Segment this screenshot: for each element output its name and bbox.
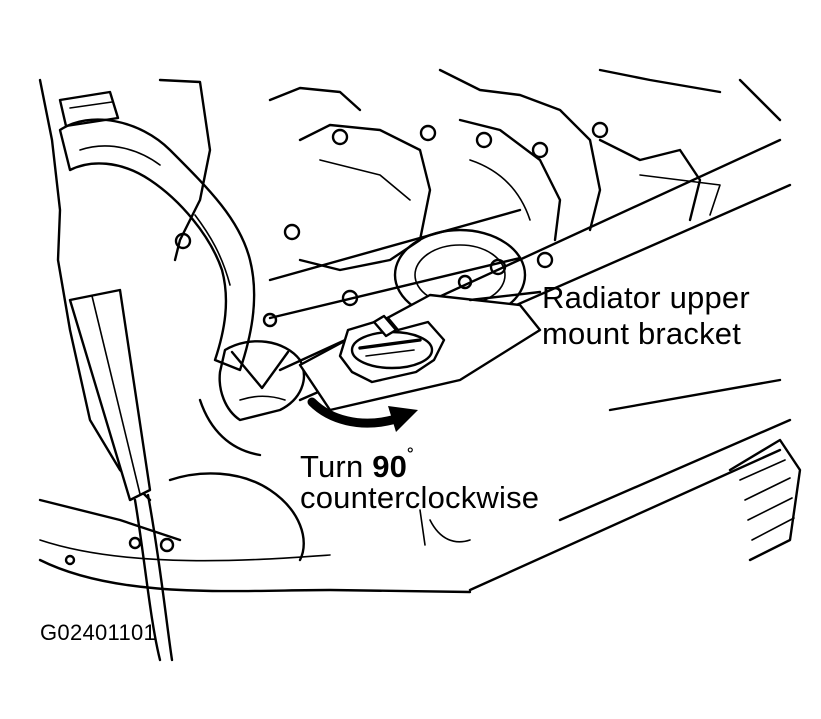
bracket-label-line-2: mount bracket: [542, 316, 742, 351]
lower-fender-details: [64, 472, 471, 566]
left-harness: [68, 288, 174, 662]
turn-arrow-icon: [307, 397, 418, 432]
engine-upper: [158, 68, 702, 328]
fender-outline: [38, 68, 782, 594]
bracket-leader-line: [468, 290, 542, 302]
radiator-upper-mount-bracket: [298, 293, 542, 412]
turn-degree: ˚: [407, 445, 415, 470]
grille-vent: [728, 438, 802, 562]
turn-angle: 90: [372, 449, 408, 484]
bracket-label-line-1: Radiator upper: [542, 280, 750, 315]
lower-hose-clamp: [198, 340, 306, 457]
figure-code: G02401101: [40, 620, 157, 645]
turn-prefix: Turn: [300, 449, 373, 484]
turn-instruction-line-1: Turn 90˚: [300, 440, 415, 485]
turn-instruction-line-2: counterclockwise: [300, 480, 540, 515]
